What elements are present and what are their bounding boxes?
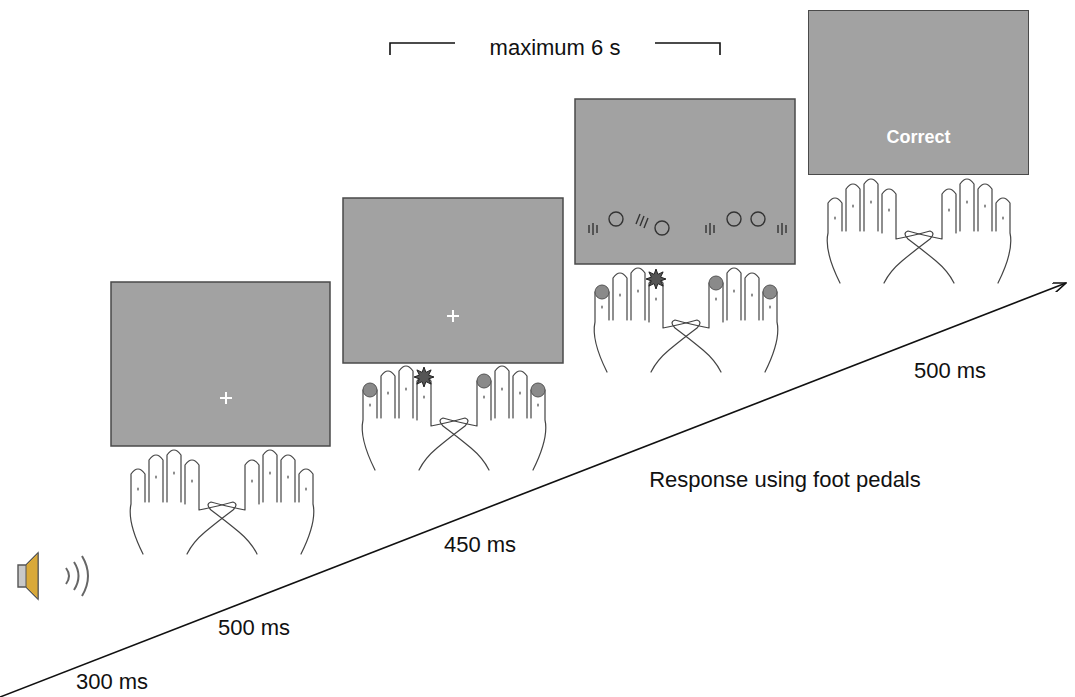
time-label: 450 ms xyxy=(444,532,516,558)
hands xyxy=(130,179,1011,554)
stimulation-star xyxy=(414,367,434,387)
left-hand xyxy=(827,179,933,283)
speaker-icon xyxy=(18,553,88,599)
left-hand xyxy=(594,268,700,372)
stimulation-dot xyxy=(363,383,377,397)
right-hand xyxy=(905,179,1011,283)
screen xyxy=(111,99,795,446)
left-hand xyxy=(130,450,236,554)
stimulus-array xyxy=(589,212,786,235)
stimulation-dot xyxy=(531,383,545,397)
stimulation-dot xyxy=(595,285,609,299)
stimulation-dot xyxy=(763,285,777,299)
time-label: 500 ms xyxy=(914,358,986,384)
time-label: 500 ms xyxy=(218,615,290,641)
right-hand xyxy=(208,450,314,554)
left-hand xyxy=(362,366,468,470)
stimulation-dot xyxy=(709,276,723,290)
response-label: Response using foot pedals xyxy=(649,467,921,493)
feedback-text: Correct xyxy=(809,127,1028,148)
right-hand xyxy=(672,268,778,372)
stimulation-star xyxy=(646,269,666,289)
time-label: 300 ms xyxy=(76,669,148,695)
right-hand xyxy=(440,366,546,470)
duration-label: maximum 6 s xyxy=(490,35,621,61)
feedback-screen: Correct xyxy=(808,10,1029,175)
stimulation-dot xyxy=(477,374,491,388)
fixation-cross xyxy=(220,310,459,404)
